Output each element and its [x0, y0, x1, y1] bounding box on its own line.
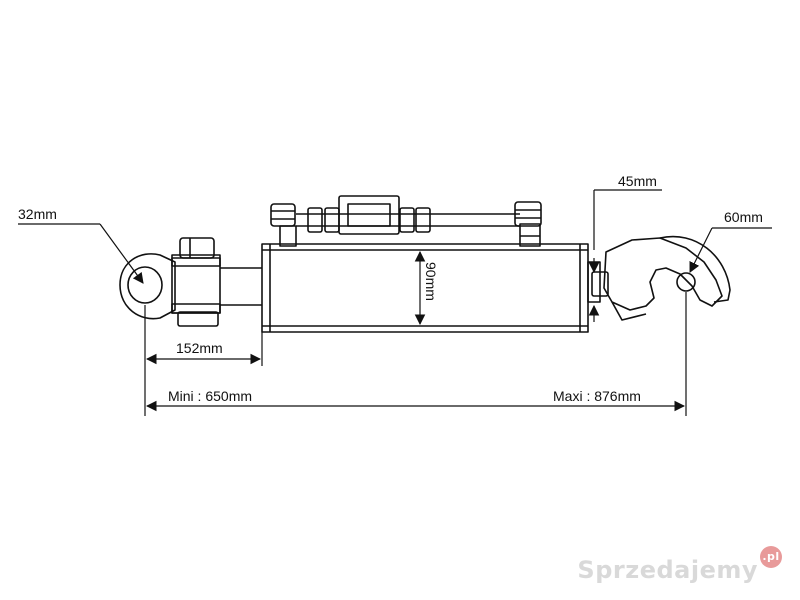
hydraulic-valve-assembly — [270, 195, 542, 247]
dim-hook-opening-leader — [689, 227, 772, 273]
dim-eye-diameter-leader — [18, 223, 144, 284]
piston-rod — [220, 267, 262, 306]
label-max-length: Maxi : 876mm — [553, 388, 641, 404]
dim-hook-pin-leader — [588, 189, 662, 322]
label-eye-to-cylinder: 152mm — [176, 340, 223, 356]
watermark-logo: Sprzedajemy.pl — [577, 546, 782, 584]
dim-152-line — [144, 305, 263, 416]
watermark-suffix: .pl — [760, 546, 782, 568]
label-eye-diameter: 32mm — [18, 206, 57, 222]
eye-end — [119, 237, 221, 327]
label-hook-opening: 60mm — [724, 209, 763, 225]
label-cylinder-diameter: 90mm — [423, 262, 439, 301]
hook-end — [587, 235, 731, 321]
watermark-text: Sprzedajemy — [577, 556, 758, 584]
dim-overall-line — [145, 292, 687, 416]
label-hook-pin: 45mm — [618, 173, 657, 189]
label-min-length: Mini : 650mm — [168, 388, 252, 404]
cylinder-body — [261, 243, 589, 333]
